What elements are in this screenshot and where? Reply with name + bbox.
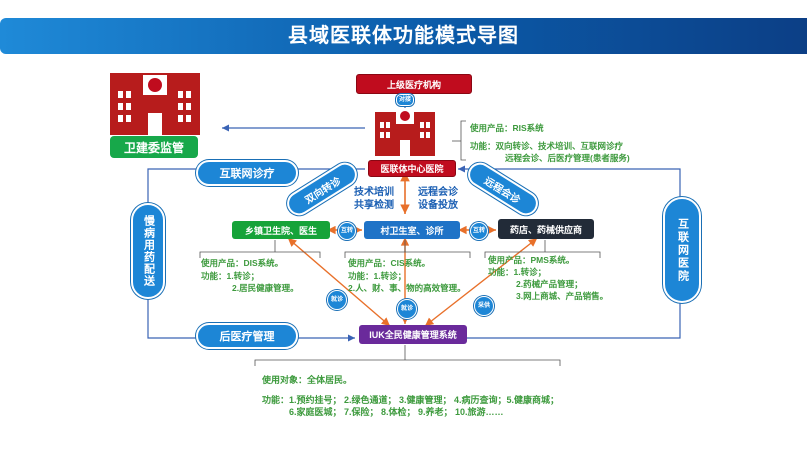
page-title: 县域医联体功能模式导图 — [288, 25, 519, 47]
internet-hospital-label: 互联网医院 — [676, 217, 689, 283]
header-banner — [0, 18, 807, 54]
connect-badge: 对接 — [396, 94, 414, 106]
pms-func2: 2.药械产品管理； — [516, 279, 583, 289]
middle-text-1: 技术培训 — [354, 187, 394, 198]
iuk-health-system-box[interactable]: IUK全民健康管理系统 — [359, 325, 467, 344]
chronic-drug-delivery-label: 慢病用药配送 — [142, 215, 155, 287]
middle-text-3: 远程会诊 — [418, 187, 458, 198]
iuk-functions-row2: 6.家庭医城； 7.保险； 8.体检； 9.养老； 10.旅游…… — [289, 407, 504, 417]
ris-func2: 远程会诊、后医疗管理(患者服务) — [505, 153, 630, 163]
ris-func1: 功能：双向转诊、技术培训、互联网诊疗 — [470, 141, 624, 151]
visit-badge-left: 就诊 — [327, 290, 347, 310]
iuk-functions-row1: 功能：1.预约挂号； 2.绿色通道； 3.健康管理； 4.病历查询；5.健康商城… — [262, 395, 560, 405]
middle-text-4: 设备投放 — [418, 200, 458, 211]
internet-hospital-pill[interactable]: 互联网医院 — [663, 197, 701, 303]
dis-func1: 功能：1.转诊； — [201, 271, 260, 281]
ris-product: 使用产品：RIS系统 — [470, 123, 544, 133]
mutual-referral-badge-left: 互转 — [338, 222, 356, 240]
cis-product: 使用产品：CIS系统。 — [348, 258, 431, 268]
township-hospital-box[interactable]: 乡镇卫生院、医生 — [232, 221, 330, 239]
supply-badge: 采供 — [474, 296, 494, 316]
middle-text-2: 共享检测 — [354, 200, 394, 211]
pms-product: 使用产品：PMS系统。 — [488, 255, 575, 265]
pms-func1: 功能：1.转诊； — [488, 267, 547, 277]
dis-func2: 2.居民健康管理。 — [232, 283, 299, 293]
iuk-users: 使用对象：全体居民。 — [262, 375, 353, 385]
chronic-drug-delivery-pill[interactable]: 慢病用药配送 — [131, 203, 165, 299]
cis-func1: 功能：1.转诊； — [348, 271, 407, 281]
dis-product: 使用产品：DIS系统。 — [201, 258, 284, 268]
hospital-building-icon — [110, 73, 200, 135]
weijian-label[interactable]: 卫建委监管 — [110, 136, 198, 158]
mutual-referral-badge-right: 互转 — [470, 222, 488, 240]
visit-badge-middle: 就诊 — [397, 299, 417, 319]
center-hospital-box[interactable]: 医联体中心医院 — [368, 160, 456, 177]
pharmacy-box[interactable]: 药店、药械供应商 — [498, 219, 594, 239]
center-hospital-building-icon — [375, 108, 435, 156]
village-clinic-box[interactable]: 村卫生室、诊所 — [364, 221, 460, 239]
cis-func2: 2.人、财、事、物的高效管理。 — [348, 283, 466, 293]
upper-institution-box[interactable]: 上级医疗机构 — [356, 74, 472, 94]
internet-diagnosis-pill[interactable]: 互联网诊疗 — [196, 160, 298, 186]
post-medical-management-pill[interactable]: 后医疗管理 — [196, 323, 298, 349]
pms-func3: 3.网上商城、产品销售。 — [516, 291, 609, 301]
